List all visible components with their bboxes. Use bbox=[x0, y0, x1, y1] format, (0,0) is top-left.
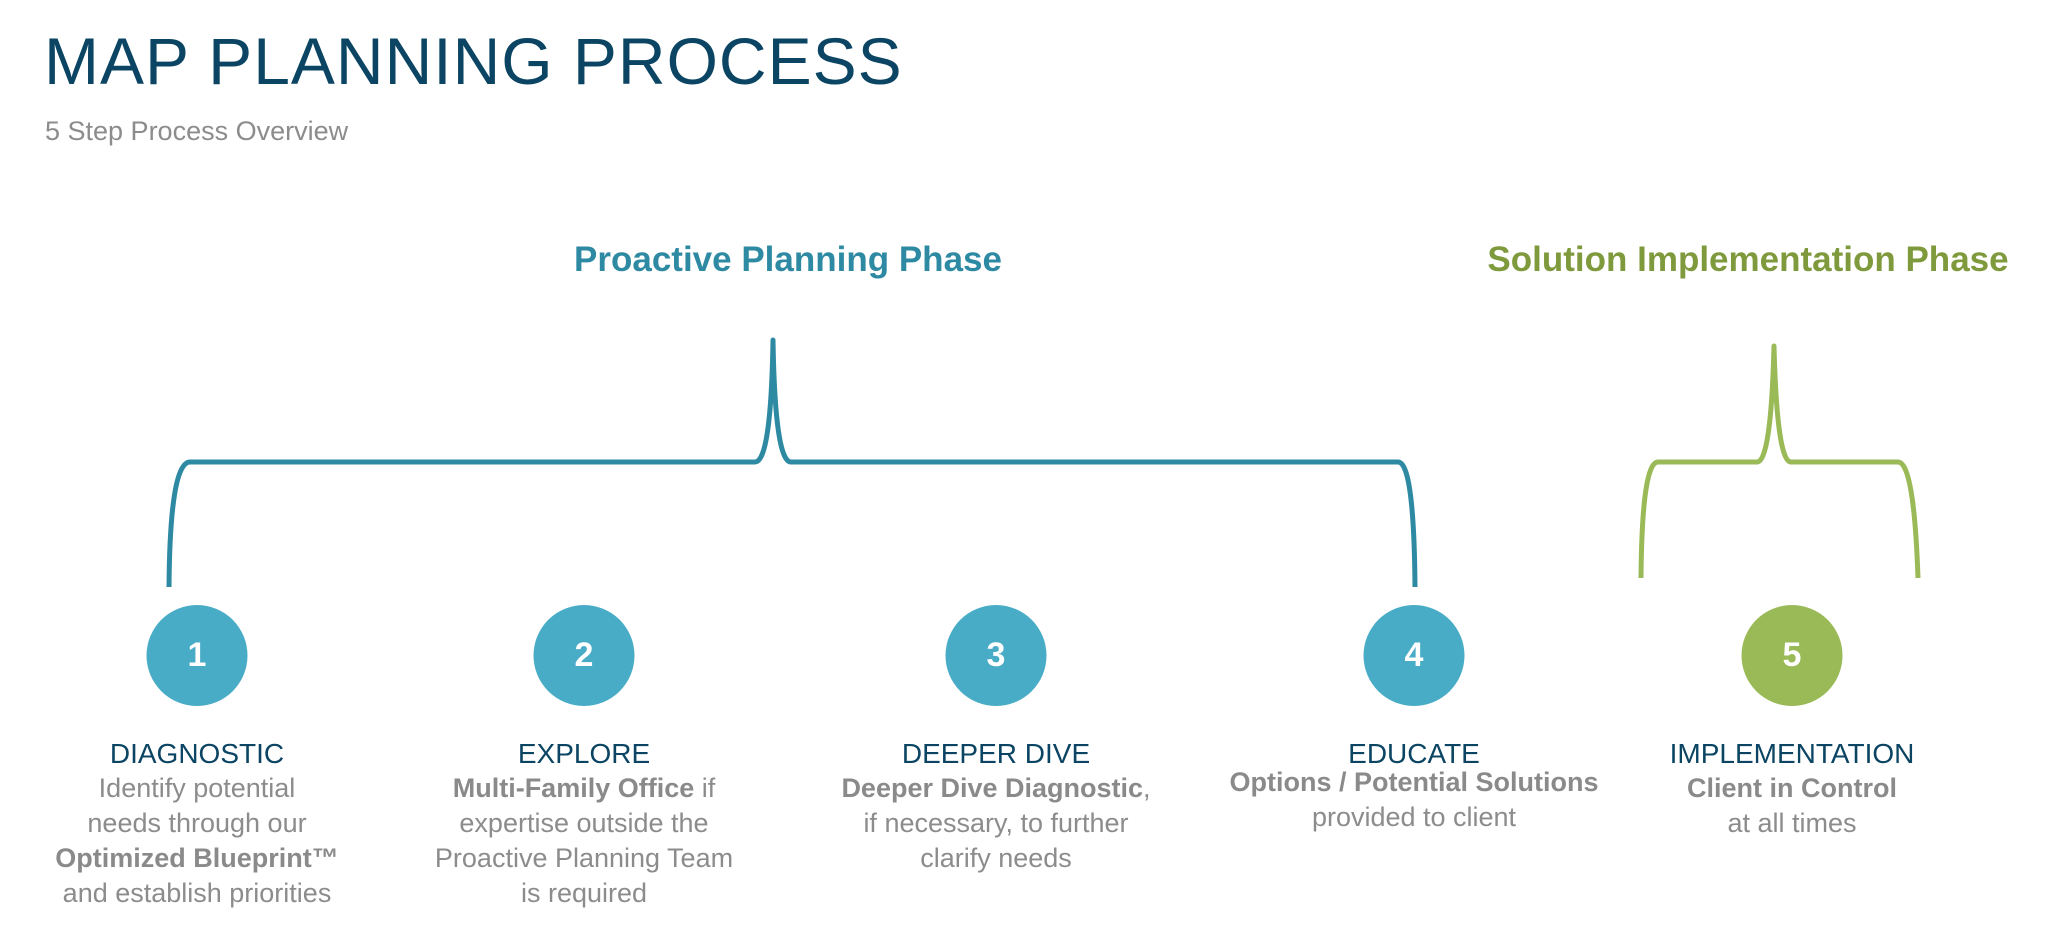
step-3-circle: 3 bbox=[945, 605, 1047, 706]
step-1-description: Identify potential needs through our Opt… bbox=[7, 771, 387, 911]
step-1-desc-line-4: and establish priorities bbox=[62, 878, 332, 908]
step-3-desc-line-1-rest: , bbox=[1143, 773, 1151, 803]
step-2-desc-line-1-rest: if bbox=[694, 773, 716, 803]
step-1-circle: 1 bbox=[146, 605, 248, 706]
step-1-desc-highlight: Optimized Blueprint™ bbox=[55, 843, 339, 873]
step-1-name: DIAGNOSTIC bbox=[109, 738, 285, 769]
step-3-desc-highlight: Deeper Dive Diagnostic bbox=[841, 773, 1144, 803]
step-4-circle: 4 bbox=[1363, 605, 1465, 706]
step-3-name: DEEPER DIVE bbox=[901, 738, 1091, 769]
step-2-desc-line-4: is required bbox=[520, 878, 648, 908]
step-2-name: EXPLORE bbox=[517, 738, 651, 769]
step-3: DEEPER DIVE Deeper Dive Diagnostic, if n… bbox=[806, 737, 1186, 876]
step-5: IMPLEMENTATION Client in Control at all … bbox=[1602, 737, 1982, 841]
step-5-desc-line-2: at all times bbox=[1727, 808, 1857, 838]
step-4: EDUCATE Options / Potential Solutions pr… bbox=[1224, 737, 1604, 835]
step-1-desc-line-1: Identify potential bbox=[98, 773, 296, 803]
step-2-description: Multi-Family Office if expertise outside… bbox=[394, 771, 774, 911]
step-5-name: IMPLEMENTATION bbox=[1669, 738, 1915, 769]
phase-label-proactive-planning: Proactive Planning Phase bbox=[574, 240, 1002, 279]
step-2-desc-line-3: Proactive Planning Team bbox=[434, 843, 734, 873]
step-3-description: Deeper Dive Diagnostic, if necessary, to… bbox=[806, 771, 1186, 876]
step-4-desc-line-2: provided to client bbox=[1311, 802, 1517, 832]
step-5-circle: 5 bbox=[1741, 605, 1843, 706]
step-4-desc-highlight: Options / Potential Solutions bbox=[1229, 767, 1599, 797]
step-2-circle: 2 bbox=[533, 605, 635, 706]
solution-implementation-bracket bbox=[1638, 343, 1921, 579]
page-title: MAP PLANNING PROCESS bbox=[44, 24, 903, 98]
step-2-desc-line-2: expertise outside the bbox=[459, 808, 709, 838]
phase-label-solution-implementation: Solution Implementation Phase bbox=[1487, 240, 2009, 279]
step-2: EXPLORE Multi-Family Office if expertise… bbox=[394, 737, 774, 911]
step-2-desc-highlight: Multi-Family Office bbox=[452, 773, 695, 803]
step-5-description: Client in Control at all times bbox=[1602, 771, 1982, 841]
step-5-desc-highlight: Client in Control bbox=[1687, 773, 1897, 803]
step-1-desc-line-2: needs through our bbox=[87, 808, 307, 838]
step-1: DIAGNOSTIC Identify potential needs thro… bbox=[7, 737, 387, 911]
step-3-desc-line-2: if necessary, to further bbox=[863, 808, 1129, 838]
step-4-name: EDUCATE bbox=[1348, 738, 1480, 769]
step-3-desc-line-3: clarify needs bbox=[920, 843, 1072, 873]
step-4-description: Options / Potential Solutions provided t… bbox=[1224, 765, 1604, 835]
page-subtitle: 5 Step Process Overview bbox=[45, 116, 349, 146]
proactive-planning-bracket bbox=[166, 337, 1418, 588]
